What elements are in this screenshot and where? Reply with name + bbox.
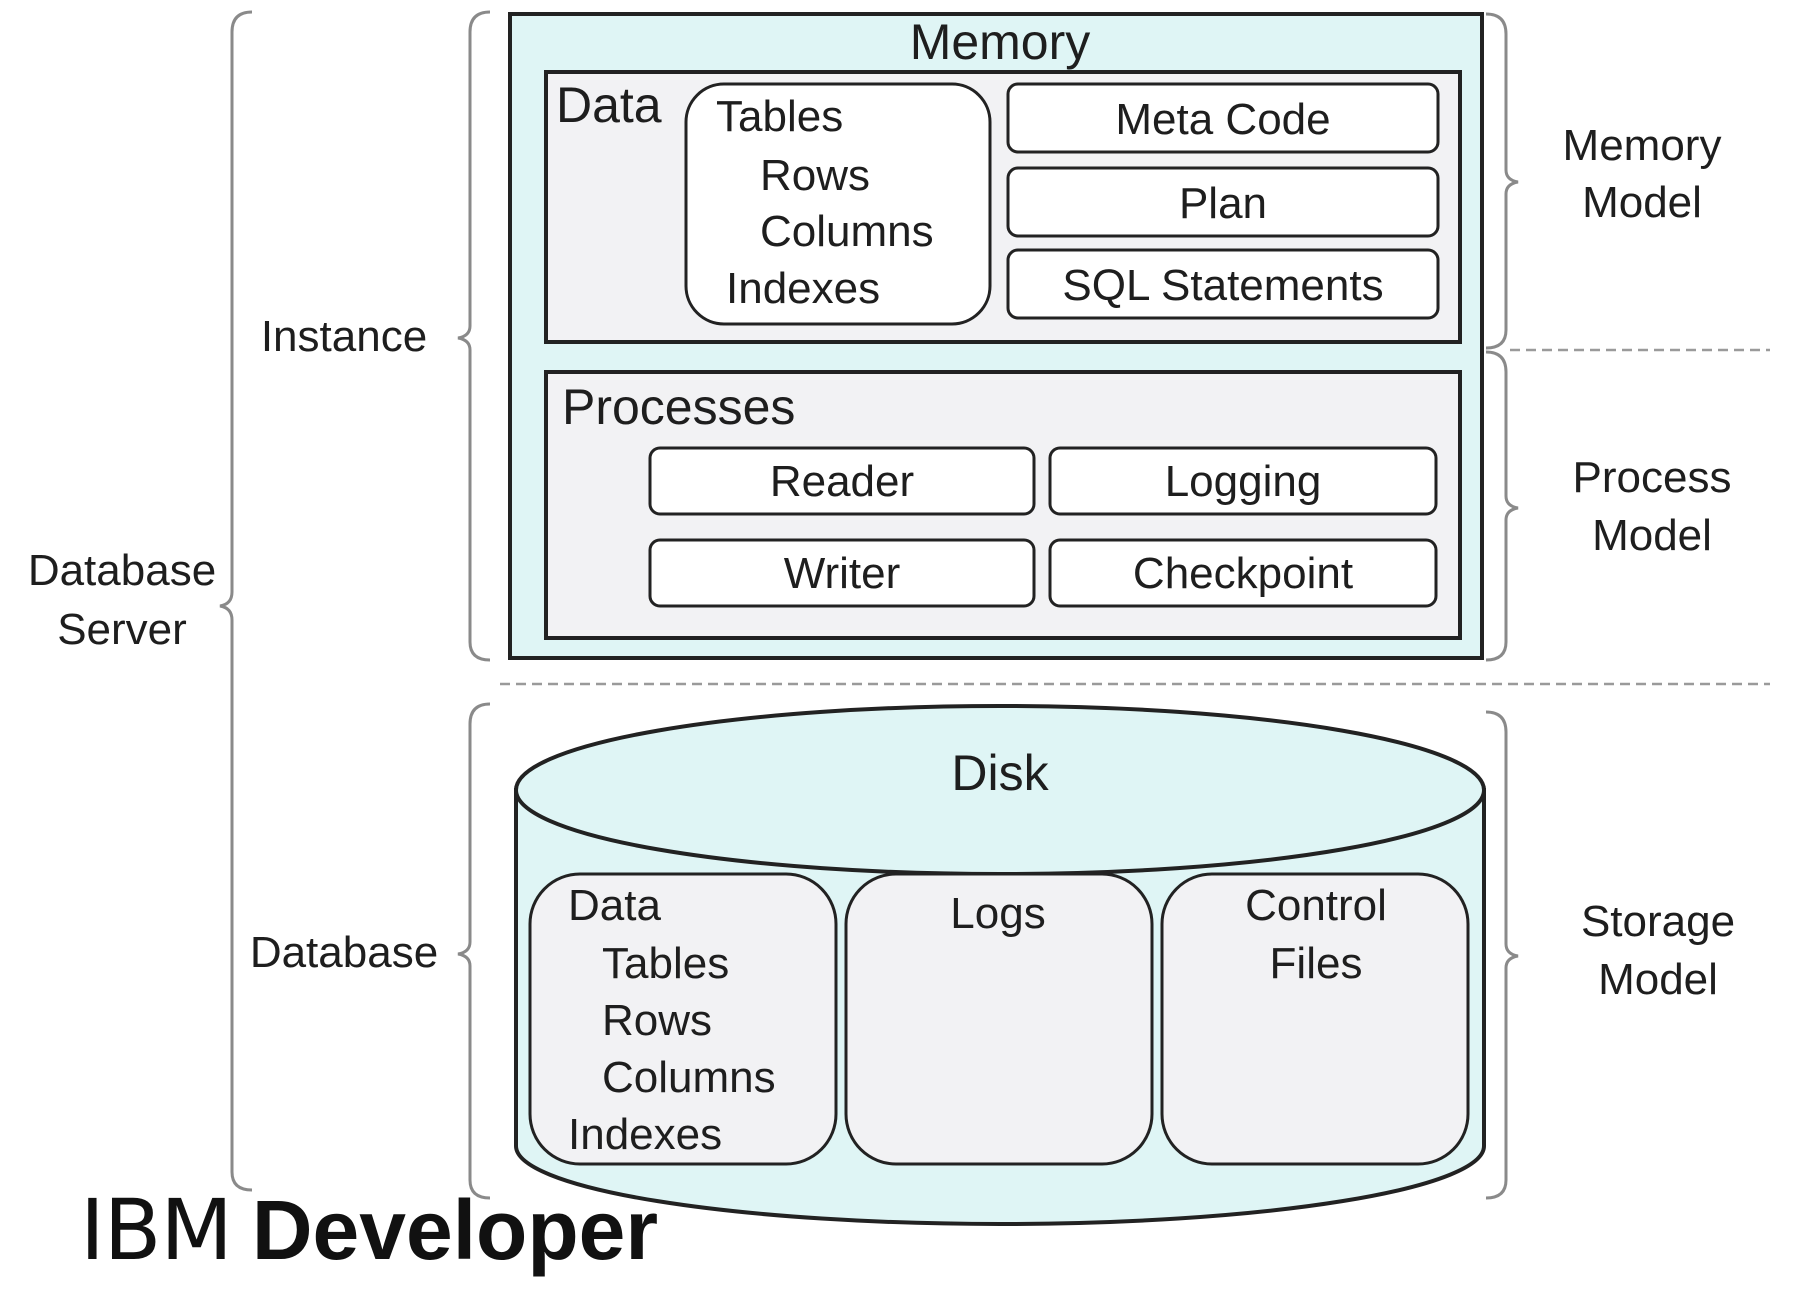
database-server-label-line2: Server (57, 605, 187, 654)
disk-data-item-rows: Rows (602, 996, 712, 1045)
memory-data-item-columns: Columns (760, 207, 934, 256)
logs-label: Logs (950, 889, 1045, 938)
process-model-label-line2: Model (1592, 511, 1712, 560)
database-bracket (457, 702, 491, 1200)
instance-bracket (457, 10, 491, 662)
disk-data-box (528, 872, 838, 1166)
memory-region: Memory Data Tables Rows Columns Indexes … (508, 12, 1484, 660)
control-files-label-line2: Files (1270, 939, 1363, 988)
control-files-box (1160, 872, 1470, 1166)
storage-model-label-line1: Storage (1581, 897, 1735, 946)
control-files-label-line1: Control (1245, 881, 1387, 930)
brand-ibm: IBM (80, 1181, 233, 1279)
process-model-bracket (1485, 350, 1519, 662)
memory-model-label-line2: Model (1582, 178, 1702, 227)
disk-title: Disk (951, 745, 1049, 801)
memory-data-item-indexes: Indexes (726, 264, 880, 313)
memory-model-label-line1: Memory (1563, 121, 1722, 170)
process-model-label-line1: Process (1573, 453, 1732, 502)
storage-model-label-line2: Model (1598, 955, 1718, 1004)
disk-data-label: Data (568, 881, 661, 930)
writer-box (648, 538, 1036, 608)
sql-statements-box (1006, 248, 1440, 320)
writer-label: Writer (784, 549, 901, 598)
disk-cylinder: Disk Data Tables Rows Columns Indexes Lo… (514, 704, 1486, 1226)
instance-label: Instance (261, 312, 427, 361)
meta-code-box (1006, 82, 1440, 154)
logging-label: Logging (1165, 457, 1322, 506)
memory-model-bracket (1485, 12, 1519, 350)
logs-box (844, 872, 1154, 1166)
processes-title: Processes (562, 379, 795, 435)
database-server-label-line1: Database (28, 546, 216, 595)
checkpoint-box (1048, 538, 1438, 608)
disk-data-item-columns: Columns (602, 1053, 776, 1102)
memory-title: Memory (910, 14, 1091, 70)
reader-box (648, 446, 1036, 516)
meta-code-label: Meta Code (1115, 95, 1330, 144)
brand-developer: Developer (251, 1183, 659, 1277)
memory-data-label: Data (556, 77, 662, 133)
storage-model-bracket (1485, 710, 1519, 1200)
plan-box (1006, 166, 1440, 238)
plan-label: Plan (1179, 179, 1267, 228)
checkpoint-label: Checkpoint (1133, 549, 1353, 598)
database-server-bracket (219, 10, 253, 1192)
sql-statements-label: SQL Statements (1062, 261, 1383, 310)
memory-data-item-tables: Tables (716, 92, 843, 141)
memory-data-item-rows: Rows (760, 151, 870, 200)
reader-label: Reader (770, 457, 914, 506)
database-label: Database (250, 928, 438, 977)
disk-data-item-indexes: Indexes (568, 1110, 722, 1159)
memory-data-objects-box (684, 82, 992, 326)
logging-box (1048, 446, 1438, 516)
disk-data-item-tables: Tables (602, 939, 729, 988)
